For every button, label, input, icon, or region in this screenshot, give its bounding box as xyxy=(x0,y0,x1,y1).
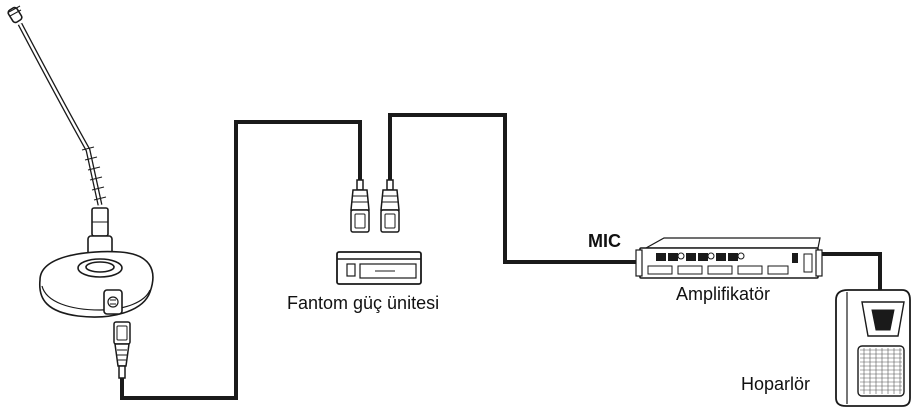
rack-amplifier-icon xyxy=(635,237,823,279)
loudspeaker-icon xyxy=(835,289,911,407)
speaker-label: Hoparlör xyxy=(741,374,811,394)
phantom-power-unit-label: Fantom güç ünitesi xyxy=(287,293,440,313)
gooseneck-microphone-icon xyxy=(7,5,154,318)
amplifier-label: Amplifikatör xyxy=(676,284,771,304)
power-supply-box-icon xyxy=(336,251,422,285)
xlr-plug-icon xyxy=(113,321,131,379)
cable-mic-to-phantom xyxy=(120,120,362,400)
xlr-plug-icon xyxy=(350,179,370,233)
cable-phantom-to-amplifier xyxy=(388,113,640,264)
cable-amplifier-to-speaker xyxy=(818,252,882,292)
xlr-plug-icon xyxy=(380,179,400,233)
mic-input-label: MIC xyxy=(588,231,621,251)
